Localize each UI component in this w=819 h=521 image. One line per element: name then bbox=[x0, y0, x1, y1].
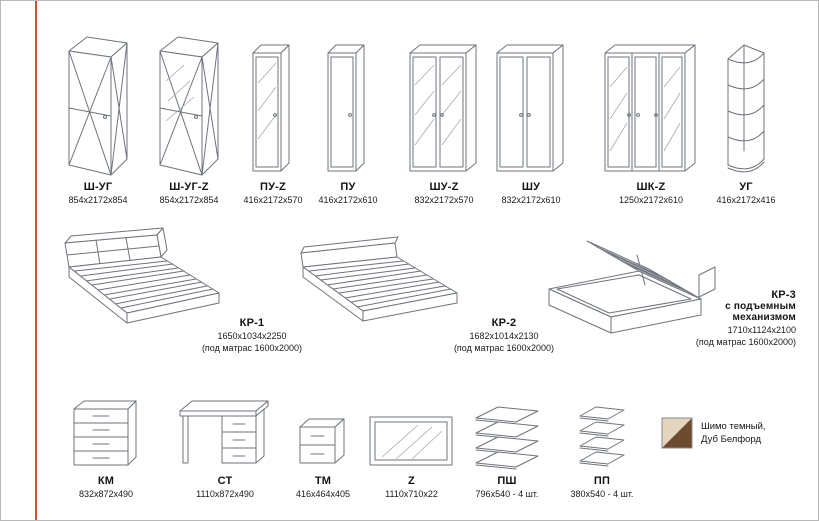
item-pp: ПП 380х540 - 4 шт. bbox=[557, 391, 647, 499]
item-name: СТ bbox=[217, 475, 233, 487]
item-z: Z 1110х710х22 bbox=[364, 391, 459, 499]
bed-kr3-caption: КР-3 с подъемным механизмом 1710х1124х21… bbox=[684, 289, 796, 347]
chest-drawing bbox=[61, 391, 151, 471]
item-subtitle: с подъемным механизмом bbox=[725, 301, 796, 323]
item-name: ТМ bbox=[314, 475, 332, 487]
material-swatch-label: Шимо темный, Дуб Белфорд bbox=[701, 421, 766, 447]
item-name: Ш-УГ-Z bbox=[169, 181, 209, 193]
item-dims: 1650х1034х2250 bbox=[217, 331, 287, 341]
item-dims: 1110х872х490 bbox=[196, 489, 254, 499]
item-dims: 416х2172х570 bbox=[243, 195, 303, 205]
item-name: КР-2 bbox=[491, 317, 517, 329]
item-name: Ш-УГ bbox=[83, 181, 113, 193]
bed-kr2-caption: КР-2 1682х1014х2130 (под матрас 1600х200… bbox=[439, 317, 569, 353]
narrow-wardrobe-mirror-drawing bbox=[227, 29, 319, 177]
item-tm: ТМ 416х464х405 bbox=[283, 391, 363, 499]
item-shu-z: ШУ-Z 832х2172х570 bbox=[398, 29, 490, 205]
item-name: ШУ-Z bbox=[429, 181, 459, 193]
item-dims: 1250х2172х610 bbox=[618, 195, 684, 205]
item-dims: 854х2172х854 bbox=[68, 195, 128, 205]
left-accent-line bbox=[35, 1, 37, 520]
bed-kr2-drawing bbox=[300, 236, 458, 322]
material-swatch-icon bbox=[661, 417, 693, 449]
corner-wardrobe-drawing bbox=[52, 29, 144, 177]
item-name: Z bbox=[408, 475, 415, 487]
item-name: КР-1 bbox=[239, 317, 265, 329]
material-name-2: Дуб Белфорд bbox=[701, 433, 762, 445]
item-dims: 832х872х490 bbox=[78, 489, 134, 499]
double-wardrobe-mirror-drawing bbox=[398, 29, 490, 177]
item-dims: 796х540 - 4 шт. bbox=[475, 489, 539, 499]
item-name: ШУ bbox=[521, 181, 541, 193]
item-psh: ПШ 796х540 - 4 шт. bbox=[461, 391, 553, 499]
item-name: ШК-Z bbox=[636, 181, 666, 193]
mirror-drawing bbox=[364, 391, 459, 471]
item-dims: 1110х710х22 bbox=[385, 489, 438, 499]
item-sh-ug-z: Ш-УГ-Z 854х2172х854 bbox=[143, 29, 235, 205]
corner-wardrobe-mirror-drawing bbox=[143, 29, 235, 177]
item-name: ПП bbox=[593, 475, 611, 487]
corner-shelf-drawing bbox=[700, 29, 792, 177]
item-name: ПШ bbox=[497, 475, 517, 487]
item-dims: 854х2172х854 bbox=[159, 195, 219, 205]
material-name-1: Шимо темный, bbox=[701, 421, 766, 432]
item-note: (под матрас 1600х2000) bbox=[201, 343, 303, 353]
bed-kr1-caption: КР-1 1650х1034х2250 (под матрас 1600х200… bbox=[187, 317, 317, 353]
item-note: (под матрас 1600х2000) bbox=[453, 343, 555, 353]
shelves-drawing bbox=[461, 391, 553, 471]
item-dims: 1682х1014х2130 bbox=[469, 331, 539, 341]
item-dims: 832х2172х610 bbox=[501, 195, 561, 205]
item-st: СТ 1110х872х490 bbox=[169, 391, 281, 499]
item-dims: 416х2172х416 bbox=[716, 195, 776, 205]
nightstand-drawing bbox=[283, 391, 363, 471]
narrow-wardrobe-drawing bbox=[302, 29, 394, 177]
item-ug: УГ 416х2172х416 bbox=[700, 29, 792, 205]
item-name: ПУ-Z bbox=[260, 181, 286, 193]
bed-kr3-drawing bbox=[548, 240, 716, 334]
item-dims: 416х2172х610 bbox=[318, 195, 378, 205]
bed-kr1-drawing bbox=[64, 227, 220, 324]
item-dims: 380х540 - 4 шт. bbox=[570, 489, 634, 499]
item-km: КМ 832х872х490 bbox=[61, 391, 151, 499]
item-shu: ШУ 832х2172х610 bbox=[485, 29, 577, 205]
item-dims: 416х464х405 bbox=[295, 489, 351, 499]
item-note: (под матрас 1600х2000) bbox=[695, 337, 796, 347]
item-pu: ПУ 416х2172х610 bbox=[302, 29, 394, 205]
wide-wardrobe-mirror-drawing bbox=[603, 29, 699, 177]
item-name: КР-3 bbox=[771, 289, 796, 301]
small-shelves-drawing bbox=[557, 391, 647, 471]
item-dims: 1710х1124х2100 bbox=[727, 325, 796, 335]
item-shk-z: ШК-Z 1250х2172х610 bbox=[603, 29, 699, 205]
double-wardrobe-drawing bbox=[485, 29, 577, 177]
item-name: КМ bbox=[97, 475, 115, 487]
material-swatch-group: Шимо темный, Дуб Белфорд bbox=[661, 417, 766, 449]
item-name: ПУ bbox=[340, 181, 356, 193]
item-sh-ug: Ш-УГ 854х2172х854 bbox=[52, 29, 144, 205]
item-dims: 832х2172х570 bbox=[414, 195, 474, 205]
desk-drawing bbox=[169, 391, 281, 471]
item-pu-z: ПУ-Z 416х2172х570 bbox=[227, 29, 319, 205]
item-name: УГ bbox=[739, 181, 753, 193]
